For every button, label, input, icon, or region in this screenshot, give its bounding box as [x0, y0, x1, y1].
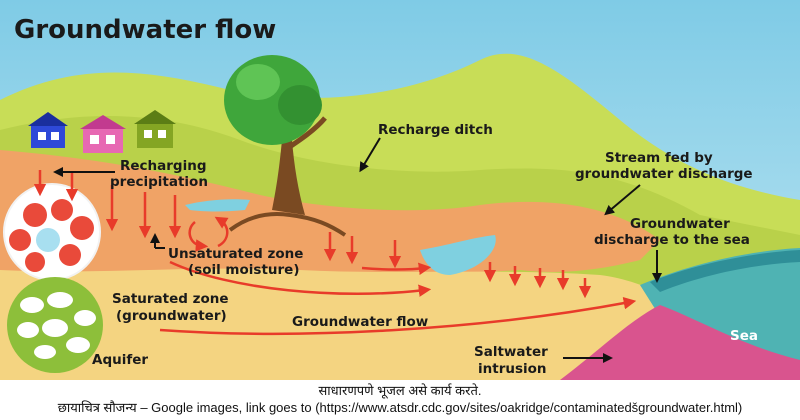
groundwater-flow-arrows	[159, 260, 637, 336]
label-stream-line2: groundwater discharge	[575, 166, 753, 182]
caption-line-2: छायाचित्र सौजन्य – Google images, link g…	[57, 400, 743, 415]
saturated-zone	[0, 268, 700, 380]
label-unsaturated-line2: (soil moisture)	[188, 262, 300, 278]
label-saltwater-line1: Saltwater	[474, 344, 548, 360]
label-sea: Sea	[730, 328, 758, 344]
aquifer-grains-upper	[3, 183, 101, 281]
label-recharging-line1: Recharging	[120, 158, 207, 174]
aquifer-grains-lower	[7, 277, 103, 373]
label-saturated-line1: Saturated zone	[112, 291, 229, 307]
label-discharge-line1: Groundwater	[630, 216, 730, 232]
saltwater-wedge	[560, 305, 800, 380]
tree-icon	[224, 55, 347, 237]
house-icon	[28, 112, 68, 148]
label-discharge-line2: discharge to the sea	[594, 232, 750, 248]
label-saltwater-line2: intrusion	[478, 361, 547, 377]
groundwater-diagram: Groundwater flow Recharge ditch Rechargi…	[0, 0, 800, 381]
soil-moisture-cycle-arrows	[188, 216, 229, 252]
label-aquifer: Aquifer	[92, 352, 148, 368]
stream	[420, 235, 496, 275]
caption-line-1: साधारणपणे भूजल असे कार्य करते.	[318, 383, 482, 398]
recharge-ditch	[185, 199, 250, 212]
pointer-arrows	[53, 137, 662, 363]
house-icon	[134, 110, 176, 148]
label-recharging-line2: precipitation	[110, 174, 208, 190]
sea-surface	[650, 250, 800, 292]
label-recharge-ditch: Recharge ditch	[378, 122, 493, 138]
label-groundwater-flow: Groundwater flow	[292, 314, 428, 330]
label-stream-line1: Stream fed by	[605, 150, 713, 166]
diagram-title: Groundwater flow	[14, 15, 276, 45]
label-unsaturated-line1: Unsaturated zone	[168, 246, 303, 262]
house-icon	[80, 115, 126, 153]
label-saturated-line2: (groundwater)	[116, 308, 227, 324]
recharge-arrows	[33, 170, 592, 299]
